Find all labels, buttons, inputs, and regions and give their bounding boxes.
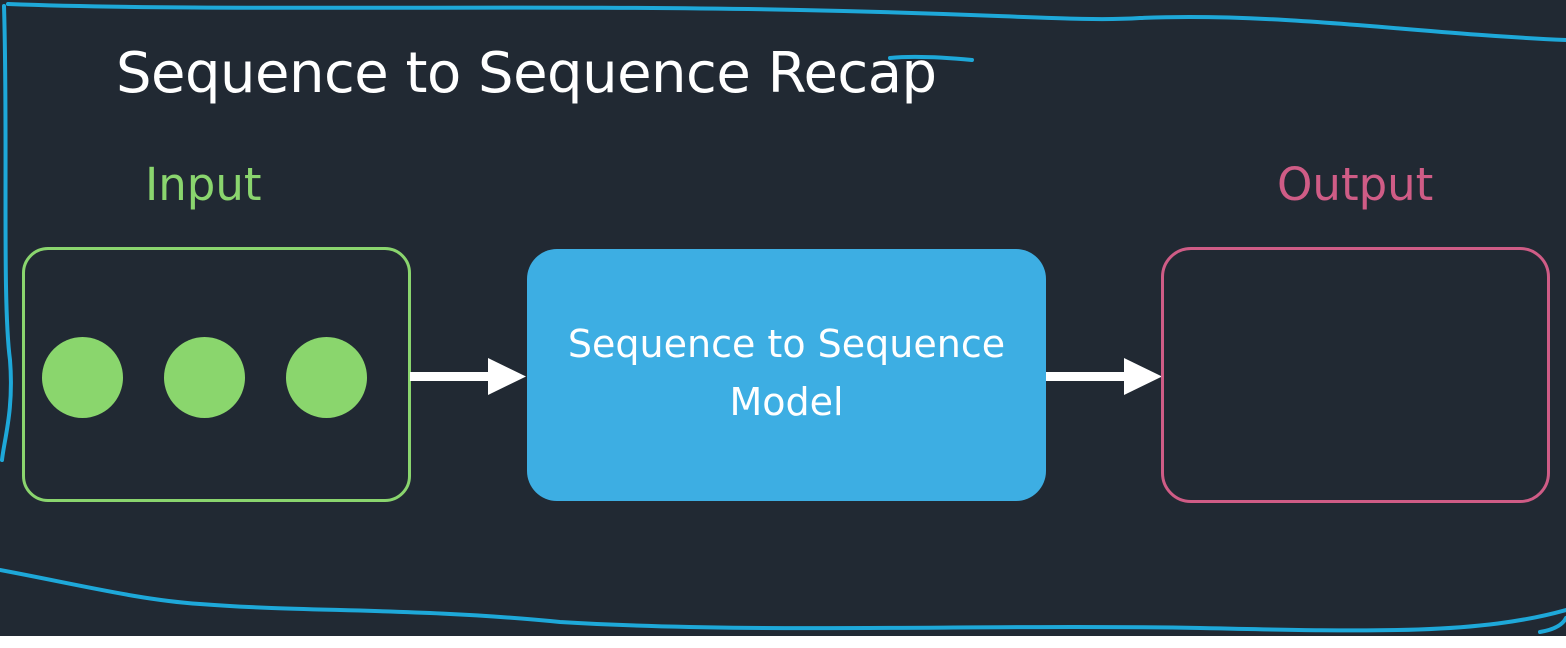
input-token-dot [164, 337, 245, 418]
model-to-output-arrow [1046, 358, 1162, 395]
input-label: Input [145, 158, 262, 211]
input-token-dot [286, 337, 367, 418]
input-to-model-arrow [410, 358, 526, 395]
output-box [1161, 247, 1550, 503]
input-token-dot [42, 337, 123, 418]
slide-title: Sequence to Sequence Recap [116, 41, 937, 106]
model-label: Sequence to Sequence Model [567, 322, 1006, 424]
input-box [22, 247, 411, 502]
seq2seq-model-box: Sequence to Sequence Model [527, 249, 1046, 501]
output-label: Output [1277, 158, 1434, 211]
